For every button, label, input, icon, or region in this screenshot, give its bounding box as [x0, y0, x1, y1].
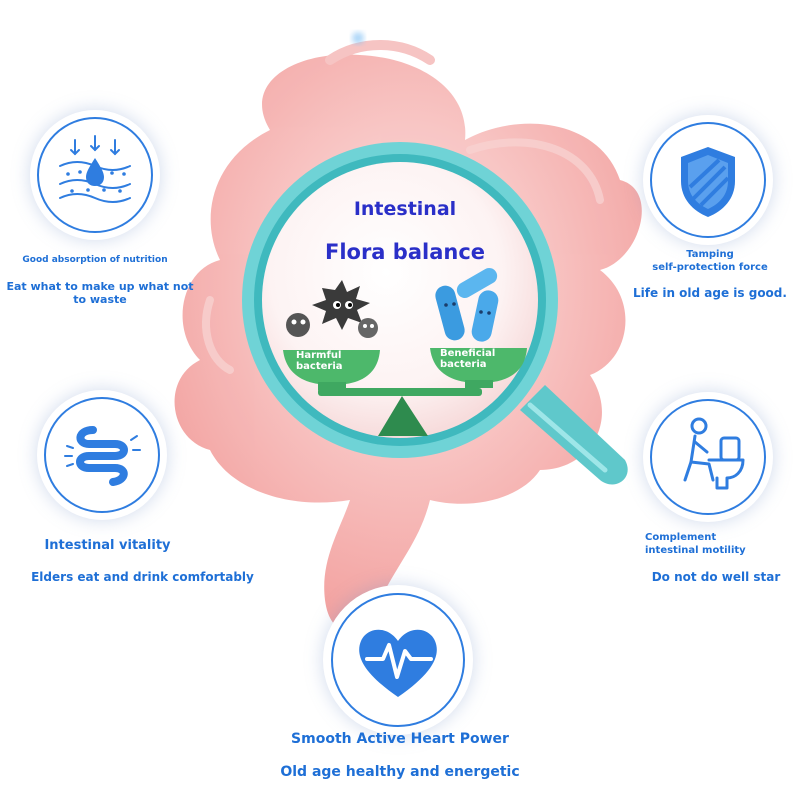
heart-badge: [323, 585, 473, 735]
beneficial-bacteria-drawing: [435, 268, 499, 342]
magnifier-title-line1: Intestinal: [353, 198, 457, 220]
nutrition-caption: Good absorption of nutrition: [22, 255, 168, 265]
toilet-icon: [683, 417, 745, 490]
heart-caption: Smooth Active Heart Power: [291, 731, 509, 747]
magnifier-title-line2: Flora balance: [324, 240, 486, 264]
protection-badge: [643, 115, 773, 245]
intestine-icon: [64, 426, 141, 486]
nutrition-detail: Eat what to make up what not to waste: [6, 280, 194, 306]
protection-caption: Tamping self-protection force: [652, 249, 768, 273]
heart-detail: Old age healthy and energetic: [280, 764, 520, 780]
vitality-caption: Intestinal vitality: [44, 538, 171, 553]
heart-pulse-icon: [359, 629, 437, 697]
harmful-bacteria-drawing: [286, 280, 378, 338]
balance-scale: [283, 348, 527, 436]
shield-icon: [681, 147, 735, 217]
magnifier-handle: [520, 385, 628, 485]
beneficial-bacteria-label: Beneficial bacteria: [440, 348, 496, 370]
nutrition-badge: [30, 110, 160, 240]
vitality-badge: [37, 390, 167, 520]
motility-badge: [643, 392, 773, 522]
protection-detail: Life in old age is good.: [633, 286, 787, 300]
harmful-bacteria-label: Harmful bacteria: [296, 350, 343, 372]
motility-detail: Do not do well star: [651, 570, 781, 584]
absorption-icon: [59, 135, 131, 203]
motility-caption: Complement intestinal motility: [645, 532, 746, 556]
vitality-detail: Elders eat and drink comfortably: [31, 570, 254, 584]
